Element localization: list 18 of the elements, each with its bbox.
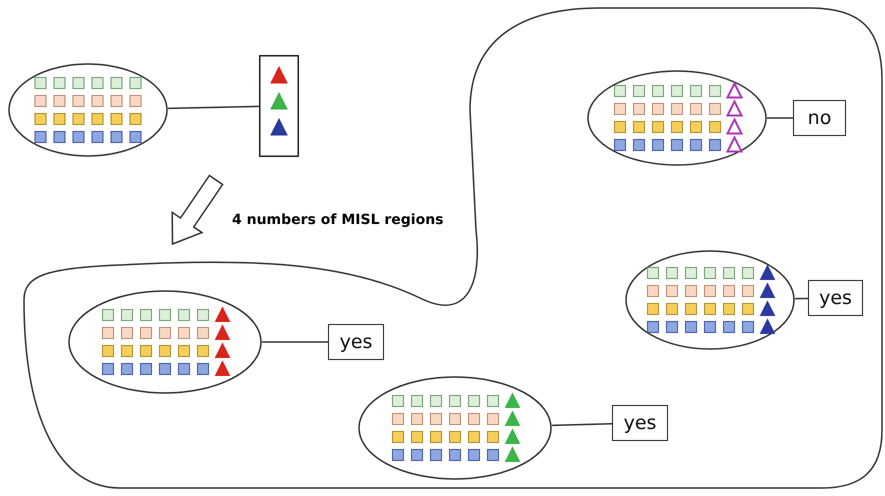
region-outline xyxy=(22,6,884,490)
connector-line xyxy=(794,298,808,300)
block-arrow xyxy=(171,174,224,246)
connector-line xyxy=(168,106,260,110)
answer-label: yes xyxy=(612,405,668,441)
square-grid-ellipse-drawing xyxy=(8,63,168,157)
answer-label: yes xyxy=(808,280,863,316)
square-grid-ellipse-drawing xyxy=(587,70,767,166)
square-grid-ellipse-drawing xyxy=(68,290,262,394)
square-grid-ellipse-drawing xyxy=(625,250,795,350)
connector-line xyxy=(767,117,793,119)
square-grid-ellipse-drawing xyxy=(358,376,552,480)
connector-line xyxy=(552,423,612,426)
connector-line xyxy=(262,341,328,343)
region-caption: 4 numbers of MISL regions xyxy=(232,212,444,228)
answer-label: yes xyxy=(328,324,384,360)
answer-label: no xyxy=(793,100,846,136)
triangle-box-drawing xyxy=(259,55,299,157)
